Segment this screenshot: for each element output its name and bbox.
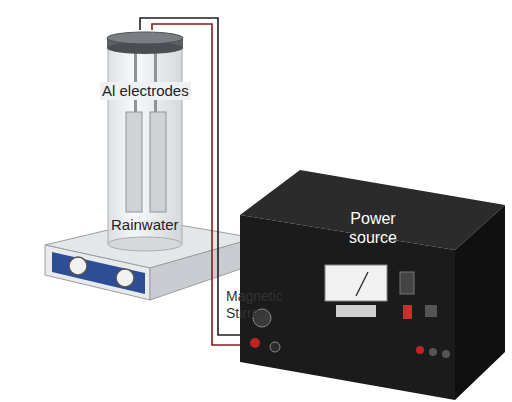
stirrer-unit: Magnetic Stirrer xyxy=(45,218,295,328)
glass-cylinder xyxy=(107,32,183,251)
power-source-box: Power source xyxy=(240,165,505,400)
part-label: Power source xyxy=(337,209,409,247)
part-label: Al electrodes xyxy=(100,82,191,100)
part-label: Rainwater xyxy=(111,216,179,234)
electrode-cell: Al electrodesRainwater xyxy=(95,30,195,255)
part-label: Magnetic Stirrer xyxy=(226,288,290,322)
black-wire xyxy=(140,18,240,335)
power-supply-box xyxy=(240,170,505,400)
